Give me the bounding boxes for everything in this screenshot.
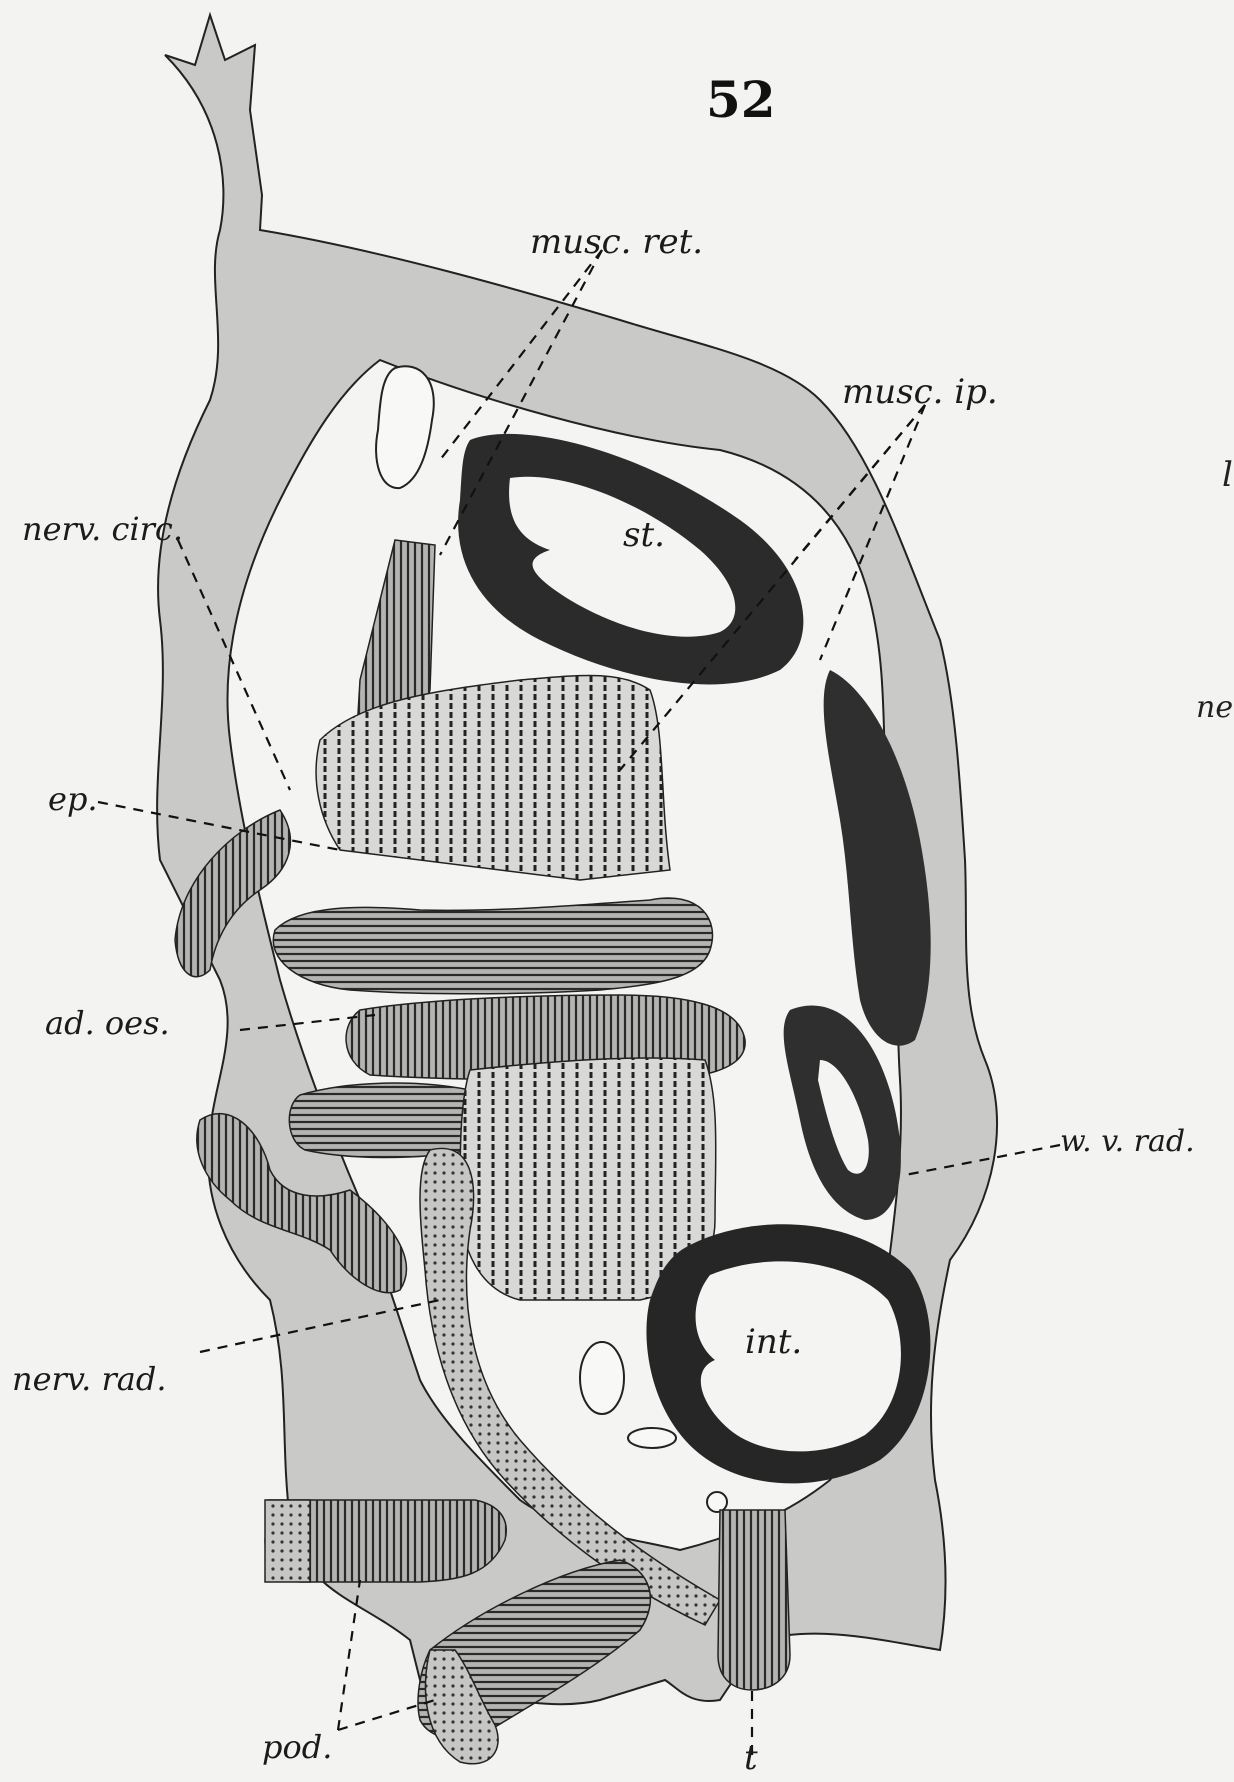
esophagus-fold-1 — [273, 898, 712, 994]
leader-pod-a — [338, 1580, 360, 1730]
small-vesicle-1 — [580, 1342, 624, 1414]
edge-fragment-top: l — [1222, 455, 1233, 495]
edge-fragment-mid: ne — [1196, 690, 1233, 725]
terminal-tentacle — [718, 1510, 790, 1690]
podium-upper-tip — [265, 1500, 310, 1582]
label-int: int. — [745, 1322, 802, 1362]
label-pod: pod. — [262, 1728, 332, 1766]
label-nerv-circ: nerv. circ. — [22, 510, 183, 548]
label-nerv-rad: nerv. rad. — [12, 1360, 167, 1398]
label-t: t — [744, 1738, 758, 1778]
label-st: st. — [623, 515, 665, 555]
label-ad-oes: ad. oes. — [45, 1004, 170, 1042]
figure-number: 52 — [706, 70, 776, 129]
label-w-v-rad: w. v. rad. — [1060, 1124, 1195, 1159]
label-musc-ret: musc. ret. — [530, 222, 703, 262]
small-vesicle-3 — [707, 1492, 727, 1512]
small-vesicle-2 — [628, 1428, 676, 1448]
label-ep: ep. — [48, 780, 98, 818]
label-musc-ip: musc. ip. — [842, 372, 998, 412]
